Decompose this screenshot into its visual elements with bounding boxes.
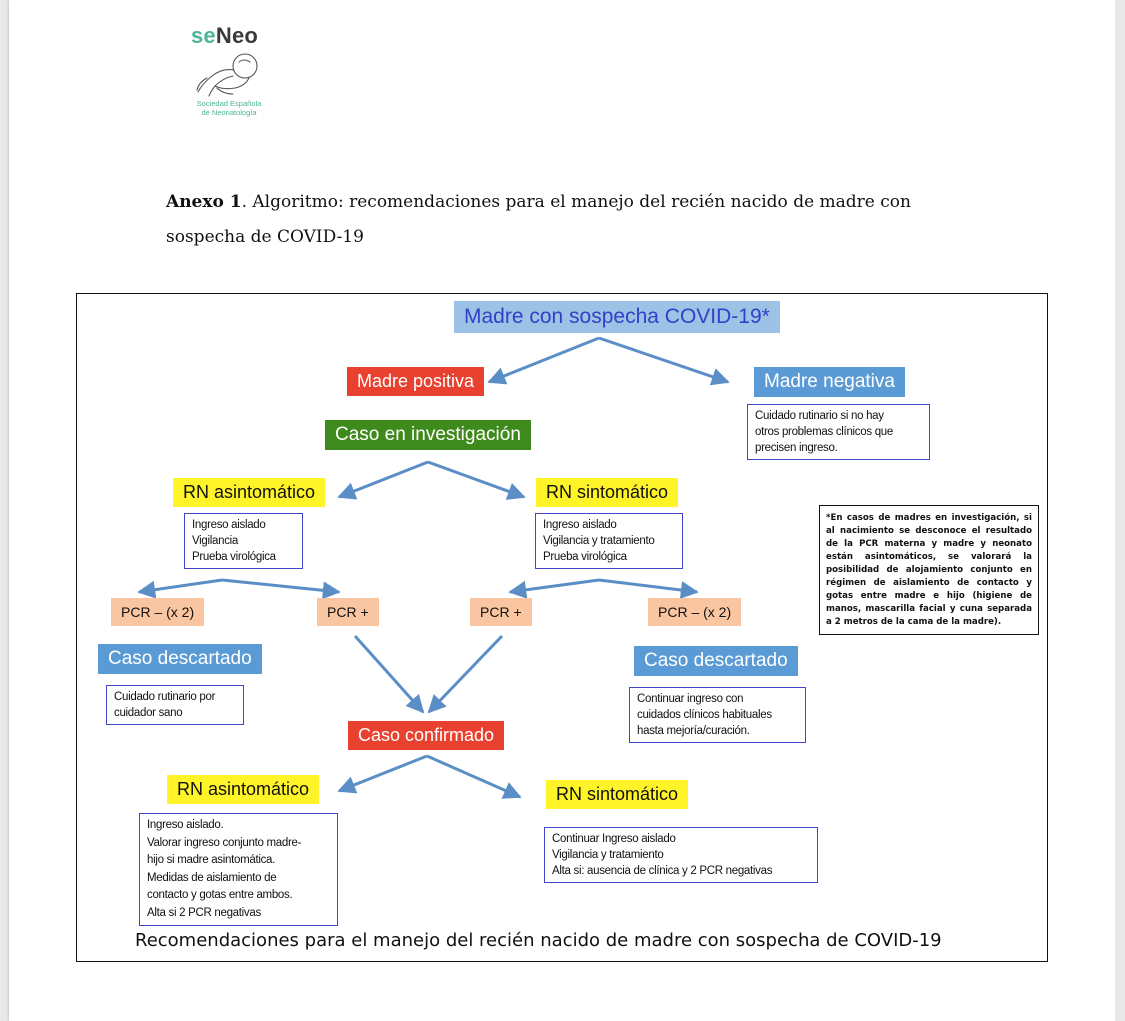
box-confirmado-asintomatico: Ingreso aislado. Valorar ingreso conjunt… (139, 813, 338, 926)
node-caso-investigacion: Caso en investigación (325, 420, 531, 450)
node-rn-sintomatico-2: RN sintomático (546, 780, 689, 809)
box-line: hasta mejoría/curación. (637, 725, 750, 737)
arrow-to-madre-positiva (487, 336, 600, 385)
figure-footer-title: Recomendaciones para el manejo del recié… (135, 930, 942, 951)
box-line: contacto y gotas entre ambos. (147, 889, 293, 901)
box-line: Prueba virológica (192, 551, 276, 563)
node-pcr-neg-left: PCR – (x 2) (111, 598, 205, 626)
footnote-box: *En casos de madres en investigación, si… (819, 505, 1039, 635)
node-caso-confirmado: Caso confirmado (348, 721, 505, 750)
box-line: cuidador sano (114, 707, 183, 719)
viewer-gutter (1115, 0, 1125, 1021)
box-line: Cuidado rutinario si no hay (755, 410, 884, 422)
box-line: Continuar ingreso con (637, 693, 744, 705)
node-rn-asintomatico-2: RN asintomático (167, 775, 320, 804)
box-line: cuidados clínicos habituales (637, 709, 772, 721)
arrow-to-rn-sintomatico-2 (426, 754, 522, 799)
box-line: Valorar ingreso conjunto madre- (147, 836, 302, 849)
box-line: Alta si: ausencia de clínica y 2 PCR neg… (552, 865, 773, 877)
arrow-to-madre-negativa (598, 336, 730, 386)
arrow-pcr-pos-right-to-confirmado (427, 634, 504, 714)
box-line: Alta si 2 PCR negativas (147, 906, 261, 919)
document-page: seNeo Sociedad Española de Neonatología … (9, 0, 1115, 1021)
box-line: Ingreso aislado (543, 519, 617, 531)
node-rn-sintomatico-1: RN sintomático (536, 478, 679, 507)
box-rn-sintomatico-1: Ingreso aislado Vigilancia y tratamiento… (535, 513, 683, 569)
algorithm-figure: Madre con sospecha COVID-19* Madre posit… (76, 293, 1048, 962)
arrow-pcr-pos-left-to-confirmado (353, 634, 425, 714)
logo-subtitle-line-2: de Neonatología (201, 108, 257, 117)
box-confirmado-sintomatico: Continuar Ingreso aislado Vigilancia y t… (544, 827, 818, 883)
box-line: precisen ingreso. (755, 442, 838, 454)
caption-label: Anexo 1 (166, 192, 242, 212)
node-pcr-neg-right: PCR – (x 2) (648, 598, 742, 626)
box-descartado-left: Cuidado rutinario por cuidador sano (106, 685, 244, 725)
box-line: Cuidado rutinario por (114, 691, 216, 703)
arrow-to-rn-sintomatico-1 (427, 460, 526, 500)
flow-arrows (137, 336, 730, 799)
box-line: Prueba virológica (543, 551, 627, 563)
baby-icon (196, 53, 258, 97)
box-madre-negativa: Cuidado rutinario si no hay otros proble… (747, 404, 930, 460)
box-line: Continuar Ingreso aislado (552, 833, 676, 845)
box-rn-asintomatico-1: Ingreso aislado Vigilancia Prueba viroló… (184, 513, 303, 569)
node-caso-descartado-left: Caso descartado (98, 644, 262, 674)
logo-subtitle: Sociedad Española de Neonatología (179, 99, 279, 117)
seneo-logo: seNeo Sociedad Española de Neonatología (179, 20, 284, 125)
figure-caption: Anexo 1. Algoritmo: recomendaciones para… (166, 185, 986, 255)
box-line: Vigilancia (192, 535, 239, 547)
node-rn-asintomatico-1: RN asintomático (173, 478, 326, 507)
logo-subtitle-line-1: Sociedad Española (196, 99, 262, 108)
arrow-to-pcr-neg-right (598, 578, 699, 599)
logo-wordmark: seNeo (191, 23, 258, 49)
logo-wordmark-se: se (191, 23, 216, 48)
node-pcr-pos-left: PCR + (317, 598, 379, 626)
node-madre-sospecha: Madre con sospecha COVID-19* (454, 301, 780, 333)
node-madre-positiva: Madre positiva (347, 367, 485, 396)
box-line: Vigilancia y tratamiento (552, 849, 664, 861)
node-pcr-pos-right: PCR + (470, 598, 532, 626)
arrow-to-rn-asintomatico-2 (337, 754, 428, 794)
box-line: Medidas de aislamiento de (147, 871, 277, 884)
box-line: Ingreso aislado. (147, 819, 224, 831)
box-line: otros problemas clínicos que (755, 426, 893, 438)
arrow-to-pcr-pos-right (508, 578, 600, 599)
arrow-to-rn-asintomatico-1 (337, 460, 429, 500)
node-caso-descartado-right: Caso descartado (634, 646, 798, 676)
box-line: Vigilancia y tratamiento (543, 535, 655, 547)
caption-text: . Algoritmo: recomendaciones para el man… (166, 192, 911, 247)
box-line: Ingreso aislado (192, 519, 266, 531)
box-descartado-right: Continuar ingreso con cuidados clínicos … (629, 687, 806, 743)
arrow-to-pcr-neg-left (137, 578, 223, 599)
node-madre-negativa: Madre negativa (754, 367, 905, 397)
logo-wordmark-neo: Neo (215, 23, 259, 48)
box-line: hijo si madre asintomática. (147, 854, 276, 866)
arrow-to-pcr-pos-left (221, 578, 341, 600)
